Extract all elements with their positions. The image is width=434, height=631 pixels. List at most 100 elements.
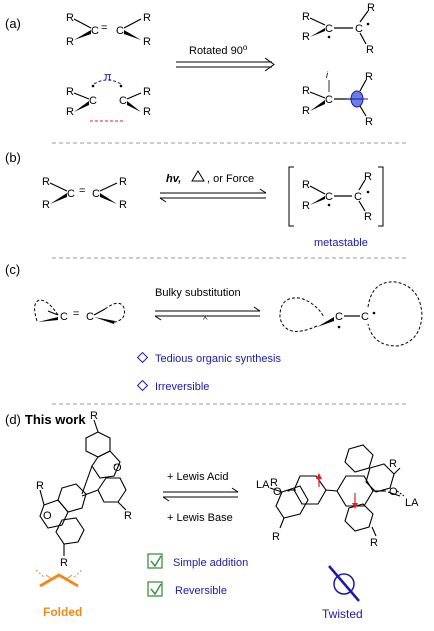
- stimulus-label: hv,: [166, 173, 181, 185]
- atom-r: R: [270, 477, 278, 489]
- bulky-diradical: C C: [279, 281, 423, 347]
- atom-c: C: [91, 25, 99, 37]
- double-bond: =: [73, 308, 79, 320]
- radical-dot: [119, 84, 123, 88]
- rotation-arrow: Rotated 90o: [176, 43, 275, 72]
- metastable-label: metastable: [314, 237, 368, 249]
- bulky-ring: [279, 297, 325, 332]
- pi-arrow: [93, 79, 122, 85]
- double-bond: =: [101, 22, 107, 34]
- atom-c: C: [92, 188, 100, 200]
- rotation-label: Rotated 90o: [189, 43, 248, 57]
- atom-r: R: [364, 211, 372, 223]
- bond: [123, 18, 142, 29]
- wedge-bond: [124, 30, 141, 40]
- diamond-bullet-icon: [136, 351, 149, 364]
- advantage-text: Reversible: [175, 585, 227, 597]
- atom-r: R: [66, 86, 74, 98]
- atom-r: R: [389, 458, 397, 470]
- bulky-ring: [34, 299, 59, 322]
- folded-icon: Folded: [35, 569, 83, 619]
- atom-r: R: [66, 106, 74, 118]
- atom-r: R: [364, 171, 372, 183]
- panel-a: (a) R R R R C C = π R R R R C C: [5, 2, 375, 128]
- atom-c: C: [325, 191, 333, 203]
- oxygen-label: O: [389, 486, 398, 498]
- blocked-x-icon: ×: [202, 312, 208, 324]
- bulky-ring: [104, 302, 126, 323]
- atom-r: R: [365, 71, 373, 83]
- pi-bond-alkene: π R R R R C C: [66, 71, 151, 122]
- atom-c: C: [355, 23, 363, 35]
- panel-b-label: (b): [5, 150, 21, 165]
- advantage-text: Simple addition: [173, 557, 248, 569]
- atom-c: C: [335, 311, 343, 323]
- bullet-text: Tedious organic synthesis: [155, 353, 281, 365]
- panel-d: (d)This work O O R R R R + Lew: [5, 410, 419, 621]
- radical-dot: [366, 22, 370, 26]
- wedge-bond: [127, 101, 141, 112]
- oxygen-label: O: [43, 510, 52, 522]
- bracket-left: [288, 166, 294, 227]
- atom-r: R: [60, 557, 68, 569]
- atom-r: R: [143, 86, 151, 98]
- panel-c-label: (c): [5, 262, 20, 277]
- bracket-right: [378, 166, 384, 227]
- heat-triangle-icon: [191, 170, 205, 182]
- atom-r: R: [302, 31, 310, 43]
- checkbox-checked-icon: [147, 553, 163, 569]
- orbital-label: i: [326, 70, 329, 80]
- atom-r: R: [42, 199, 50, 211]
- blocked-arrow: Bulky substitution ×: [154, 287, 261, 324]
- atom-c: C: [361, 311, 369, 323]
- double-bond: =: [79, 185, 85, 197]
- lewis-acid-atom: LA: [405, 497, 419, 509]
- atom-r: R: [302, 105, 310, 117]
- equilibrium-arrow: hv, , or Force: [159, 170, 267, 203]
- panel-b: (b) R R C = C R R hv, , or Force R: [5, 150, 384, 249]
- checkmark-icon: [150, 555, 162, 568]
- twisted-molecule: [269, 444, 401, 537]
- orbital-picture: i R R C R R: [302, 70, 373, 128]
- atom-r: R: [302, 11, 310, 23]
- atom-c: C: [354, 191, 362, 203]
- advantage-list: Simple addition Reversible: [147, 553, 248, 597]
- atom-r: R: [42, 176, 50, 188]
- bulky-ring: [367, 281, 423, 347]
- lewis-acid-label: + Lewis Acid: [167, 471, 228, 483]
- radical-dot: [327, 35, 331, 39]
- bond: [126, 92, 142, 100]
- atom-r: R: [272, 531, 280, 543]
- twisted-icon: Twisted: [322, 565, 363, 621]
- oxygen-label: O: [273, 486, 282, 498]
- atom-r: R: [143, 36, 151, 48]
- atom-c: C: [86, 311, 94, 323]
- radical-dot: [91, 84, 95, 88]
- atom-r: R: [124, 510, 132, 522]
- atom-c: C: [116, 25, 124, 37]
- atom-r: R: [366, 44, 374, 56]
- lewis-acid-atom: LA: [256, 479, 270, 491]
- planar-alkene: R R R R C C =: [66, 12, 151, 48]
- lewis-arrow: + Lewis Acid + Lewis Base: [162, 471, 239, 524]
- bulky-alkene: C = C: [34, 299, 126, 324]
- atom-c: C: [60, 311, 68, 323]
- stimulus-label-rest: , or Force: [207, 173, 254, 185]
- diamond-bullet-icon: [136, 379, 149, 392]
- bullet-text: Irreversible: [155, 381, 209, 393]
- atom-r: R: [302, 85, 310, 97]
- atom-c: C: [325, 23, 333, 35]
- wedge-bond: [74, 30, 91, 40]
- pi-label: π: [104, 71, 112, 83]
- atom-c: C: [325, 94, 333, 106]
- twisted-diradical: R R C C R R: [302, 2, 375, 56]
- atom-r: R: [143, 106, 151, 118]
- checkbox-checked-icon: [147, 581, 163, 597]
- atom-r: R: [365, 116, 373, 128]
- folded-molecule: [39, 419, 127, 556]
- atom-r: R: [302, 179, 310, 191]
- lewis-base-label: + Lewis Base: [167, 512, 233, 524]
- atom-r: R: [66, 12, 74, 24]
- panel-d-label: (d)This work: [5, 412, 86, 427]
